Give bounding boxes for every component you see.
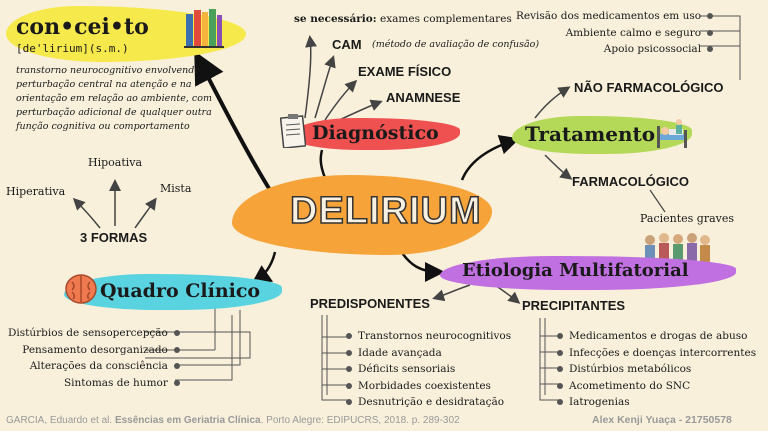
quadro-brush — [64, 274, 282, 310]
books-icon — [184, 6, 224, 48]
list-item: Iatrogenias — [557, 394, 756, 411]
forma-mista: Mista — [160, 182, 192, 195]
ref-pre: GARCIA, Eduardo et al. — [6, 415, 113, 426]
list-item: Déficits sensoriais — [346, 361, 511, 378]
diag-complementares-text: exames complementares — [380, 13, 512, 25]
diagnostico-brush — [290, 118, 460, 150]
quadro-list: Distúrbios de sensopercepção Pensamento … — [8, 325, 180, 391]
diag-complementares: se necessário: exames complementares — [294, 13, 512, 25]
list-item: Ambiente calmo e seguro — [516, 25, 714, 42]
bullet-icon — [346, 382, 352, 389]
hospital-bed-icon — [655, 116, 691, 152]
prec-item: Medicamentos e drogas de abuso — [569, 330, 748, 342]
list-item: Apoio psicossocial — [516, 41, 714, 58]
pred-item: Transtornos neurocognitivos — [358, 330, 512, 342]
pred-item: Morbidades coexistentes — [358, 379, 491, 392]
brain-icon — [64, 272, 98, 308]
bullet-icon — [557, 333, 563, 340]
list-item: Alterações da consciência — [8, 358, 180, 375]
pred-item: Desnutrição e desidratação — [358, 396, 505, 408]
footer-author: Alex Kenji Yuaça - 21750578 — [592, 414, 732, 426]
nao-farm-list: Revisão dos medicamentos em uso Ambiente… — [516, 8, 714, 58]
quadro-item: Distúrbios de sensopercepção — [8, 327, 168, 339]
list-item: Pensamento desorganizado — [8, 342, 180, 359]
prec-item: Infecções e doenças intercorrentes — [569, 346, 757, 359]
list-item: Transtornos neurocognitivos — [346, 328, 511, 345]
bullet-icon — [346, 333, 352, 340]
prec-item: Acometimento do SNC — [569, 379, 691, 392]
etiologia-brush — [440, 256, 736, 290]
prec-item: Distúrbios metabólicos — [569, 363, 692, 375]
people-icon — [640, 230, 712, 262]
formas-label: 3 FORMAS — [80, 230, 148, 245]
nao-farmacologico: NÃO FARMACOLÓGICO — [574, 80, 724, 95]
diagnostico-title: Diagnóstico — [312, 122, 439, 144]
list-item: Idade avançada — [346, 345, 511, 362]
nao-farm-item: Ambiente calmo e seguro — [565, 26, 702, 39]
bullet-icon — [346, 349, 352, 356]
list-item: Morbidades coexistentes — [346, 378, 511, 395]
bullet-icon — [346, 366, 352, 373]
farmacologico: FARMACOLÓGICO — [572, 174, 689, 189]
diag-cam: CAM — [332, 37, 362, 52]
list-item: Distúrbios de sensopercepção — [8, 325, 180, 342]
diag-cam-note: (método de avaliação de confusão) — [372, 39, 540, 50]
list-item: Revisão dos medicamentos em uso — [516, 8, 714, 25]
concept-phonetic: [de'lirium](s.m.) — [16, 42, 129, 55]
clipboard-icon — [279, 114, 307, 149]
list-item: Acometimento do SNC — [557, 378, 756, 395]
bullet-icon — [707, 29, 714, 36]
quadro-item: Pensamento desorganizado — [22, 343, 168, 356]
bullet-icon — [173, 379, 180, 386]
list-item: Medicamentos e drogas de abuso — [557, 328, 756, 345]
pred-item: Déficits sensoriais — [358, 363, 456, 375]
diag-anamnese: ANAMNESE — [386, 90, 461, 105]
forma-hiperativa: Hiperativa — [6, 185, 66, 198]
footer-reference: GARCIA, Eduardo et al. Essências em Geri… — [6, 415, 460, 426]
bullet-icon — [557, 349, 563, 356]
center-title: DELIRIUM — [289, 189, 482, 233]
concept-word: con•cei•to — [16, 14, 149, 40]
bullet-icon — [173, 346, 180, 353]
bullet-icon — [173, 330, 180, 337]
pred-list: Transtornos neurocognitivos Idade avança… — [346, 328, 511, 411]
etiologia-title: Etiologia Multifatorial — [462, 260, 689, 281]
prec-item: Iatrogenias — [569, 396, 630, 408]
bullet-icon — [557, 382, 563, 389]
list-item: Distúrbios metabólicos — [557, 361, 756, 378]
prec-list: Medicamentos e drogas de abuso Infecções… — [557, 328, 756, 411]
bullet-icon — [173, 363, 180, 370]
pred-item: Idade avançada — [358, 346, 442, 359]
bullet-icon — [557, 366, 563, 373]
list-item: Desnutrição e desidratação — [346, 394, 511, 411]
farm-note: Pacientes graves — [640, 212, 735, 225]
bullet-icon — [707, 46, 714, 53]
ref-post: . Porto Alegre: EDIPUCRS, 2018. p. 289-3… — [260, 415, 460, 426]
list-item: Sintomas de humor — [8, 375, 180, 392]
diag-exame-fisico: EXAME FÍSICO — [358, 64, 452, 79]
nao-farm-item: Apoio psicossocial — [603, 43, 702, 55]
quadro-item: Alterações da consciência — [29, 360, 168, 372]
diag-complementares-label: se necessário: — [294, 13, 377, 25]
concept-definition: transtorno neurocognitivo envolvendo per… — [16, 65, 212, 132]
predisponentes: PREDISPONENTES — [310, 296, 430, 311]
center-brush — [232, 175, 492, 255]
nao-farm-item: Revisão dos medicamentos em uso — [516, 10, 702, 22]
ref-bold: Essências em Geriatria Clínica — [114, 415, 261, 426]
bullet-icon — [346, 399, 352, 406]
quadro-title: Quadro Clínico — [100, 280, 261, 302]
bullet-icon — [557, 399, 563, 406]
quadro-item: Sintomas de humor — [63, 376, 168, 389]
bullet-icon — [707, 13, 714, 20]
list-item: Infecções e doenças intercorrentes — [557, 345, 756, 362]
tratamento-title: Tratamento — [525, 122, 656, 146]
precipitantes: PRECIPITANTES — [522, 298, 626, 313]
forma-hipoativa: Hipoativa — [88, 156, 143, 169]
